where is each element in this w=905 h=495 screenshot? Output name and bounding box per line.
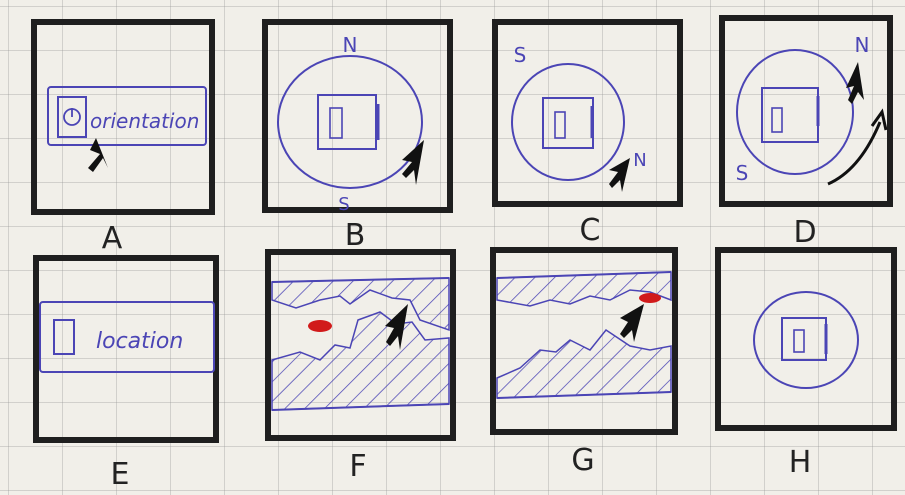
panel-letter: H <box>789 445 812 480</box>
rotate-arrow-icon <box>828 122 880 184</box>
compass-circle <box>737 50 853 174</box>
panel-h: H <box>718 250 894 480</box>
land-area <box>497 330 671 398</box>
device-icon <box>762 88 818 142</box>
phone-icon <box>54 320 74 354</box>
north-arrow-icon <box>846 62 864 104</box>
panel-letter: B <box>345 218 366 253</box>
north-arrow-icon <box>402 140 424 185</box>
north-label: N <box>633 150 646 171</box>
land-area <box>272 312 449 410</box>
panel-letter: F <box>349 449 366 484</box>
compass-circle <box>754 292 858 388</box>
location-button-label: location <box>96 329 183 354</box>
panel-letter: C <box>580 213 601 248</box>
south-label: S <box>736 161 749 185</box>
compass-circle <box>278 56 422 188</box>
panel-f: F <box>268 252 453 484</box>
compass-circle <box>512 64 624 180</box>
device-icon <box>543 98 593 148</box>
panel-frame <box>718 250 894 428</box>
panel-letter: G <box>571 443 594 478</box>
location-marker <box>308 320 332 332</box>
panel-a: orientation A <box>34 22 212 256</box>
panel-letter: D <box>793 215 816 250</box>
north-label: N <box>343 33 358 57</box>
panel-g: G <box>493 250 675 478</box>
south-label: S <box>338 194 349 215</box>
cursor-arrow-icon <box>88 138 108 172</box>
north-label: N <box>855 33 870 57</box>
location-marker <box>639 293 661 303</box>
panel-e: location E <box>36 258 216 492</box>
panel-b: N S B <box>265 22 450 253</box>
south-label: S <box>514 43 527 67</box>
north-arrow-icon <box>609 158 630 192</box>
panel-d: N S D <box>722 18 890 250</box>
panel-c: S N C <box>495 22 680 248</box>
orientation-button-label: orientation <box>90 109 199 133</box>
panel-letter: E <box>111 457 130 492</box>
panel-letter: A <box>102 221 123 256</box>
north-arrow-icon <box>620 304 644 342</box>
device-icon <box>318 95 376 149</box>
